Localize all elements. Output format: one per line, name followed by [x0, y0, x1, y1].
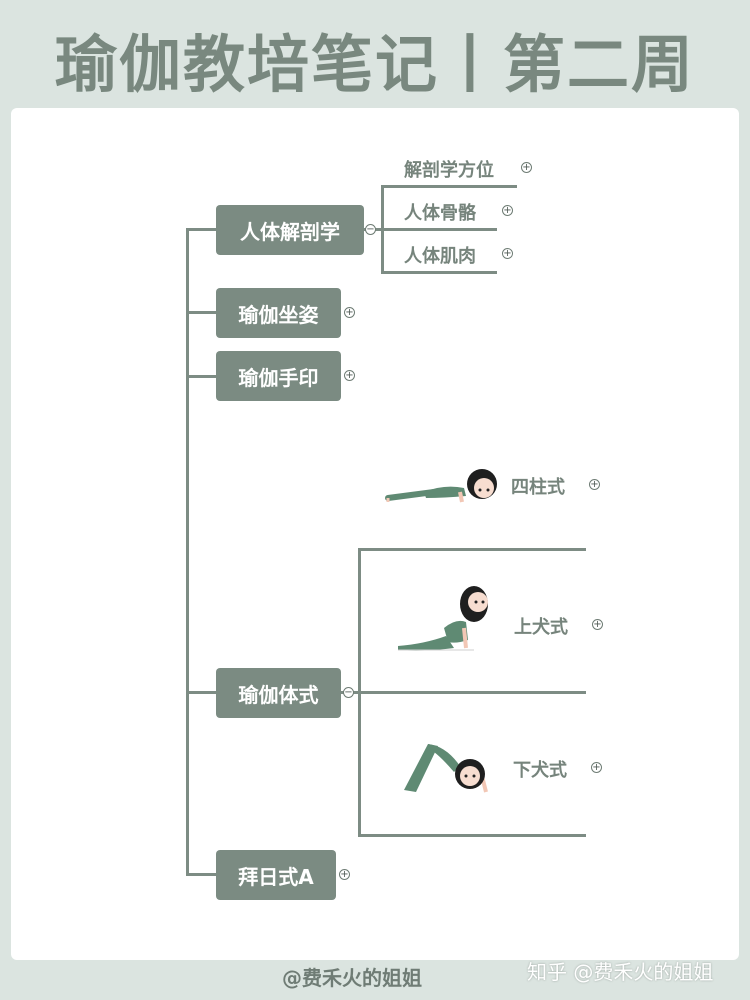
anatomy-line-1: [381, 185, 517, 188]
expand-downward-dog-icon[interactable]: +: [591, 762, 602, 773]
watermark-zhihu: 知乎 @费禾火的姐姐: [527, 960, 714, 984]
four-limbed-staff-pose-icon: [385, 469, 497, 503]
sub-chaturanga[interactable]: 四柱式: [511, 477, 565, 498]
sub-skeleton[interactable]: 人体骨骼: [404, 203, 476, 224]
upward-dog-pose-icon: [398, 586, 488, 651]
poses-line-top: [358, 548, 586, 551]
expand-upward-dog-icon[interactable]: +: [592, 619, 603, 630]
node-mudras[interactable]: 瑜伽手印: [216, 351, 341, 401]
collapse-anatomy-icon[interactable]: −: [365, 224, 376, 235]
poses-line-bottom: [358, 834, 586, 837]
node-sitting-postures[interactable]: 瑜伽坐姿: [216, 288, 341, 338]
branch-sitting: [186, 311, 216, 314]
branch-poses: [186, 691, 216, 694]
sub-muscles[interactable]: 人体肌肉: [404, 246, 476, 267]
mindmap-canvas: [11, 108, 739, 960]
expand-muscles-icon[interactable]: +: [502, 248, 513, 259]
node-anatomy[interactable]: 人体解剖学: [216, 205, 364, 255]
branch-sun-salutation: [186, 873, 216, 876]
expand-skeleton-icon[interactable]: +: [502, 205, 513, 216]
watermark-author: @费禾火的姐姐: [282, 966, 422, 990]
sub-downward-dog[interactable]: 下犬式: [513, 760, 567, 781]
node-sun-salutation-a[interactable]: 拜日式A: [216, 850, 336, 900]
expand-chaturanga-icon[interactable]: +: [589, 479, 600, 490]
collapse-poses-icon[interactable]: −: [343, 687, 354, 698]
anatomy-line-3: [381, 271, 497, 274]
expand-sun-salutation-icon[interactable]: +: [339, 869, 350, 880]
anatomy-line-2: [381, 228, 497, 231]
sub-upward-dog[interactable]: 上犬式: [514, 617, 568, 638]
trunk-curve-top: [186, 228, 216, 231]
page-title: 瑜伽教培笔记丨第二周: [54, 28, 695, 101]
downward-dog-pose-icon: [404, 744, 488, 793]
expand-directions-icon[interactable]: +: [521, 162, 532, 173]
node-yoga-poses[interactable]: 瑜伽体式: [216, 668, 341, 718]
poses-line-mid: [358, 691, 586, 694]
branch-mudra: [186, 375, 216, 378]
expand-sitting-icon[interactable]: +: [344, 307, 355, 318]
expand-mudras-icon[interactable]: +: [344, 370, 355, 381]
sub-anatomical-directions[interactable]: 解剖学方位: [404, 160, 494, 181]
trunk-line: [186, 228, 189, 875]
